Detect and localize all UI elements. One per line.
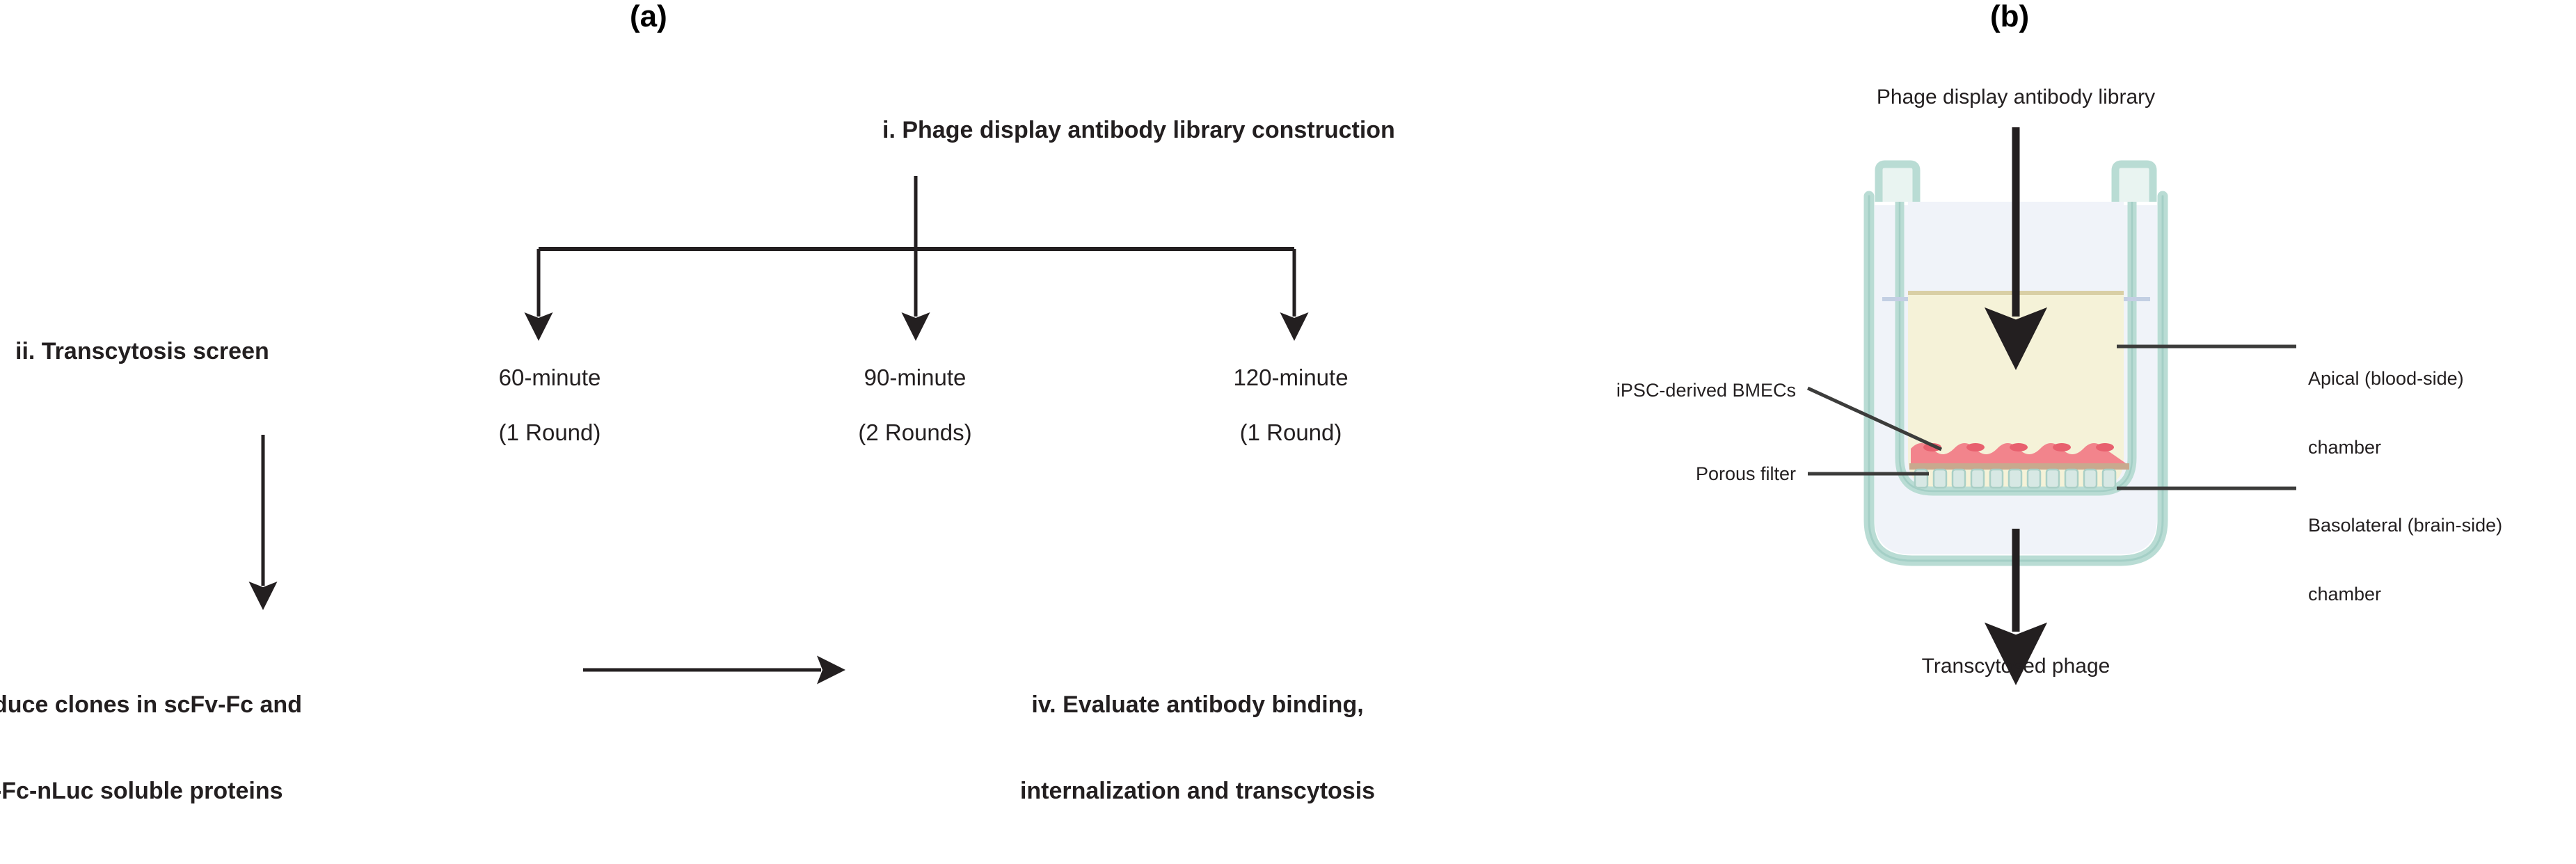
timepoint-120min: 120-minute (1 Round): [1233, 337, 1348, 474]
apical-chamber-label-line2: chamber: [2308, 436, 2382, 458]
step-iv-line1: iv. Evaluate antibody binding,: [1031, 691, 1364, 718]
figure-canvas: (a) (b) i. Phage display antibody librar…: [0, 0, 2502, 805]
apical-chamber-label: Apical (blood-side) chamber: [2308, 321, 2464, 505]
basolateral-chamber-label-line1: Basolateral (brain-side): [2308, 514, 2503, 536]
filter-pore: [1932, 468, 1948, 489]
panel-b-letter: (b): [1990, 0, 2030, 33]
timepoint-120min-rounds: (1 Round): [1239, 419, 1342, 446]
filter-pore: [2064, 468, 2079, 489]
step-i-label: i. Phage display antibody library constr…: [882, 117, 1395, 143]
step-ii-label: ii. Transcytosis screen: [15, 338, 269, 365]
apical-chamber-label-line1: Apical (blood-side): [2308, 367, 2464, 389]
panel-a-letter: (a): [630, 0, 667, 33]
leader-line-bmec: [1806, 386, 1943, 451]
transwell-illustration: [1806, 127, 2296, 685]
filter-pore: [2045, 468, 2060, 489]
phage-library-input-label: Phage display antibody library: [1876, 86, 2156, 109]
cell-layer-band: [1911, 443, 2128, 465]
panel-a-arrow-layer: [248, 176, 1309, 685]
filter-pore: [2083, 468, 2098, 489]
porous-filter: [1914, 468, 2117, 489]
timepoint-90min-duration: 90-minute: [864, 365, 967, 391]
transcytosed-phage-label: Transcytosed phage: [1921, 655, 2110, 678]
cell-nuclei: [1923, 443, 2114, 451]
porous-filter-label: Porous filter: [1695, 463, 1796, 484]
basolateral-chamber-label: Basolateral (brain-side) chamber: [2308, 468, 2502, 652]
filter-pore: [1989, 468, 2004, 489]
filter-pore: [2026, 468, 2042, 489]
bmec-label: iPSC-derived BMECs: [1616, 380, 1796, 401]
filter-pore: [1951, 468, 1966, 489]
timepoint-90min-rounds: (2 Rounds): [858, 419, 972, 446]
filter-pore: [1970, 468, 1985, 489]
insert-collar-right: [2111, 160, 2157, 202]
timepoint-90min: 90-minute (2 Rounds): [858, 337, 971, 474]
step-iii-line2: scFv-Fc-nLuc soluble proteins: [0, 778, 283, 805]
step-iii-line1: iii. Produce clones in scFv-Fc and: [0, 691, 302, 718]
filter-membrane: [1909, 463, 2129, 470]
filter-pore: [2007, 468, 2023, 489]
timepoint-120min-duration: 120-minute: [1233, 365, 1349, 391]
timepoint-60min: 60-minute (1 Round): [499, 337, 601, 474]
step-iv-line2: internalization and transcytosis: [1019, 778, 1376, 805]
timepoint-60min-duration: 60-minute: [498, 365, 601, 391]
filter-pore: [2101, 468, 2117, 489]
timepoint-60min-rounds: (1 Round): [498, 419, 601, 446]
bmec-cell-monolayer: [1909, 443, 2129, 470]
insert-collar-left: [1875, 160, 1921, 202]
basolateral-chamber-label-line2: chamber: [2308, 583, 2382, 605]
